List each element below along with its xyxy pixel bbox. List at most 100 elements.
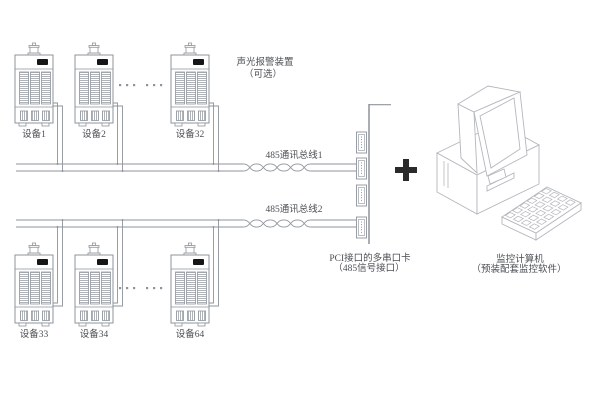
device-unit: 设备34 (74, 219, 124, 340)
display-panel (97, 59, 108, 65)
monitor-screen (479, 97, 521, 169)
key (511, 207, 524, 214)
key (540, 187, 552, 195)
terminal-block (176, 110, 184, 121)
vent-grille (186, 271, 196, 305)
bus1-label: 485通讯总线1 (265, 149, 322, 161)
twisted-pair-strand (242, 163, 312, 172)
vent-grille (41, 271, 51, 305)
wire-junction (56, 226, 59, 228)
device-label: 设备1 (22, 128, 46, 140)
wire-junction (56, 163, 59, 165)
terminal-block (42, 110, 50, 121)
vent-grille (175, 71, 185, 105)
wire-junction (121, 219, 124, 221)
key (504, 211, 516, 219)
key (528, 223, 540, 230)
terminal-block (91, 310, 99, 321)
device-foot (174, 322, 183, 327)
terminal-block (176, 310, 184, 321)
device-drop-wire (53, 220, 63, 307)
alarm-beacon-icon (89, 246, 99, 254)
key (519, 202, 531, 209)
display-panel (97, 259, 108, 265)
vent-grille (175, 271, 185, 305)
alarm-note-line1: 声光报警装置 (236, 56, 293, 68)
vent-grille (197, 271, 207, 305)
display-panel (37, 59, 48, 65)
display-panel (37, 259, 48, 265)
device-label: 设备2 (82, 128, 106, 140)
card-port-connector (356, 131, 367, 154)
key (548, 191, 560, 199)
key (527, 206, 539, 213)
terminal-block (187, 310, 195, 321)
vent-grille (19, 71, 29, 105)
device-unit: 设备33 (14, 219, 64, 340)
alarm-note-line2: （可选） (244, 68, 282, 80)
device-foot (197, 122, 206, 127)
vent-grille (101, 71, 111, 105)
key (534, 201, 546, 208)
beacon-tip (92, 242, 96, 246)
ellipsis-dot (146, 287, 149, 290)
terminal-block (187, 110, 195, 121)
wire-junction (217, 170, 220, 172)
ellipsis-dots (119, 287, 163, 290)
twisted-pair-strand (242, 219, 312, 228)
computer-label: 监控计算机 （预装配套监控软件） (471, 253, 566, 275)
beacon-tip (92, 42, 96, 46)
ellipsis-dot (160, 84, 163, 87)
card-port-connector (356, 184, 367, 207)
terminal-block (102, 110, 110, 121)
bus-2 (16, 219, 357, 228)
device-drop-wire (113, 105, 123, 171)
alarm-beacon-icon (29, 46, 39, 54)
key (549, 200, 561, 207)
card-label-line2: （485信号接口） (333, 262, 404, 274)
vent-grille (79, 71, 89, 105)
terminal-block (80, 310, 88, 321)
wire-junction (61, 170, 64, 172)
vent-grille (19, 271, 29, 305)
display-panel (193, 59, 204, 65)
beacon-tip (188, 42, 192, 46)
device-drop-wire (209, 105, 219, 171)
device-foot (78, 122, 87, 127)
terminal-block (80, 110, 88, 121)
computer-illustration (436, 85, 582, 241)
key (535, 209, 547, 217)
ellipsis-dots (119, 84, 163, 87)
device-drop-wire (209, 227, 214, 304)
bus-wiring-layer (16, 163, 357, 228)
vent-grille (30, 71, 40, 105)
vent-grille (101, 271, 111, 305)
alarm-beacon-icon (185, 46, 195, 54)
keyboard (501, 186, 582, 241)
device-foot (18, 122, 27, 127)
device-foot (197, 322, 206, 327)
bus-1 (16, 163, 357, 172)
device-unit: 设备64 (170, 219, 220, 340)
terminal-block (20, 110, 28, 121)
card-port-connector (356, 157, 367, 180)
vent-grille (30, 271, 40, 305)
device-foot (101, 322, 110, 327)
terminal-block (91, 110, 99, 121)
key (550, 208, 562, 216)
key (557, 204, 569, 211)
key (512, 215, 524, 223)
ellipsis-dot (133, 84, 136, 87)
device-drop-wire (53, 105, 63, 171)
wire-junction (217, 219, 220, 221)
computer-label-line2: （预装配套监控软件） (471, 263, 566, 275)
key (543, 213, 555, 221)
serial-card-layer (356, 104, 391, 244)
vent-grille (197, 71, 207, 105)
alarm-beacon-icon (185, 246, 195, 254)
terminal-block (42, 310, 50, 321)
beacon-tip (32, 242, 36, 246)
device-drop-wire (53, 102, 58, 164)
